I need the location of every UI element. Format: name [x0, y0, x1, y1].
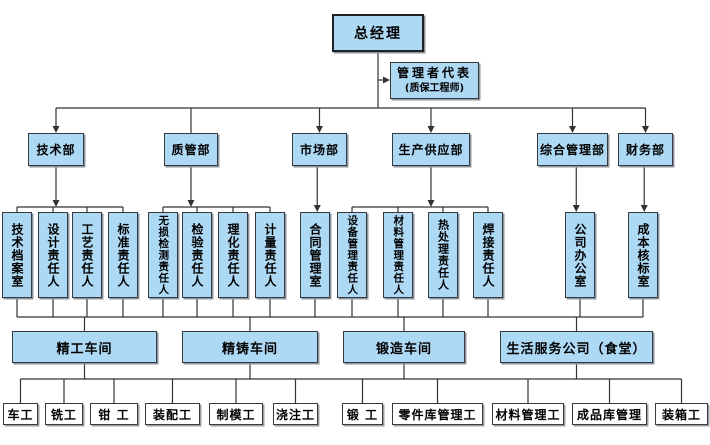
office-box: 设备管理责任人 [337, 212, 367, 298]
workshop-box: 锻造车间 [343, 331, 465, 363]
workshop-box: 生活服务公司（食堂） [500, 331, 653, 363]
office-box: 成本核标室 [628, 212, 658, 298]
workshop-box: 精铸车间 [182, 331, 318, 363]
dept-box: 综合管理部 [537, 133, 608, 166]
office-box: 计量责任人 [255, 212, 285, 298]
dept-box: 生产供应部 [392, 133, 470, 166]
office-box: 理化责任人 [218, 212, 248, 298]
management-representative-label: 管理者代表 [396, 66, 472, 81]
worker-box: 制模工 [209, 403, 263, 425]
dept-box: 市场部 [292, 133, 347, 166]
node-management-representative: 管理者代表 (质保工程师) [390, 62, 479, 99]
worker-box: 车工 [3, 403, 38, 425]
worker-box: 钳 工 [90, 403, 138, 425]
worker-box: 零件库管理工 [392, 403, 483, 425]
office-box: 公司办公室 [565, 212, 595, 298]
node-general-manager: 总经理 [332, 14, 424, 52]
office-box: 标准责任人 [108, 212, 138, 298]
management-representative-sublabel: (质保工程师) [404, 82, 465, 94]
office-box: 合同管理室 [300, 212, 330, 298]
worker-box: 铣工 [45, 403, 83, 425]
office-box: 技术档案室 [2, 212, 32, 298]
office-box: 无损检测责任人 [148, 212, 178, 298]
worker-box: 材料管理工 [492, 403, 564, 425]
worker-box: 装箱工 [655, 403, 708, 425]
worker-box: 锻 工 [342, 403, 383, 425]
office-box: 焊接责任人 [473, 212, 503, 298]
office-box: 材料管理责任人 [383, 212, 413, 298]
dept-box: 技术部 [28, 133, 84, 166]
office-box: 检验责任人 [182, 212, 212, 298]
office-box: 热处理责任人 [428, 212, 458, 298]
workshop-box: 精工车间 [12, 331, 157, 363]
office-box: 设计责任人 [38, 212, 68, 298]
office-box: 工艺责任人 [72, 212, 102, 298]
worker-box: 成品库管理 [572, 403, 647, 425]
worker-box: 浇注工 [273, 403, 318, 425]
worker-box: 装配工 [145, 403, 200, 425]
dept-box: 质管部 [164, 133, 218, 166]
dept-box: 财务部 [618, 133, 673, 166]
